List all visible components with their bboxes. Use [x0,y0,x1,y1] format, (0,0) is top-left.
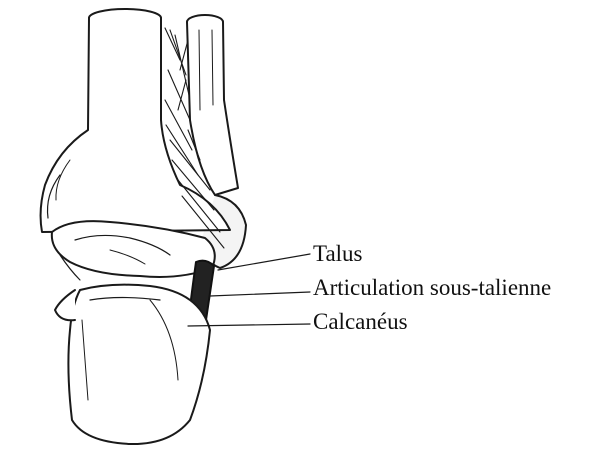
calcaneus-label: Calcanéus [313,309,408,335]
calcaneus-drawing [55,285,210,444]
subtalar-joint-label: Articulation sous-talienne [313,275,551,301]
talus-label: Talus [313,241,363,267]
subtalar-leader-line [210,292,310,296]
